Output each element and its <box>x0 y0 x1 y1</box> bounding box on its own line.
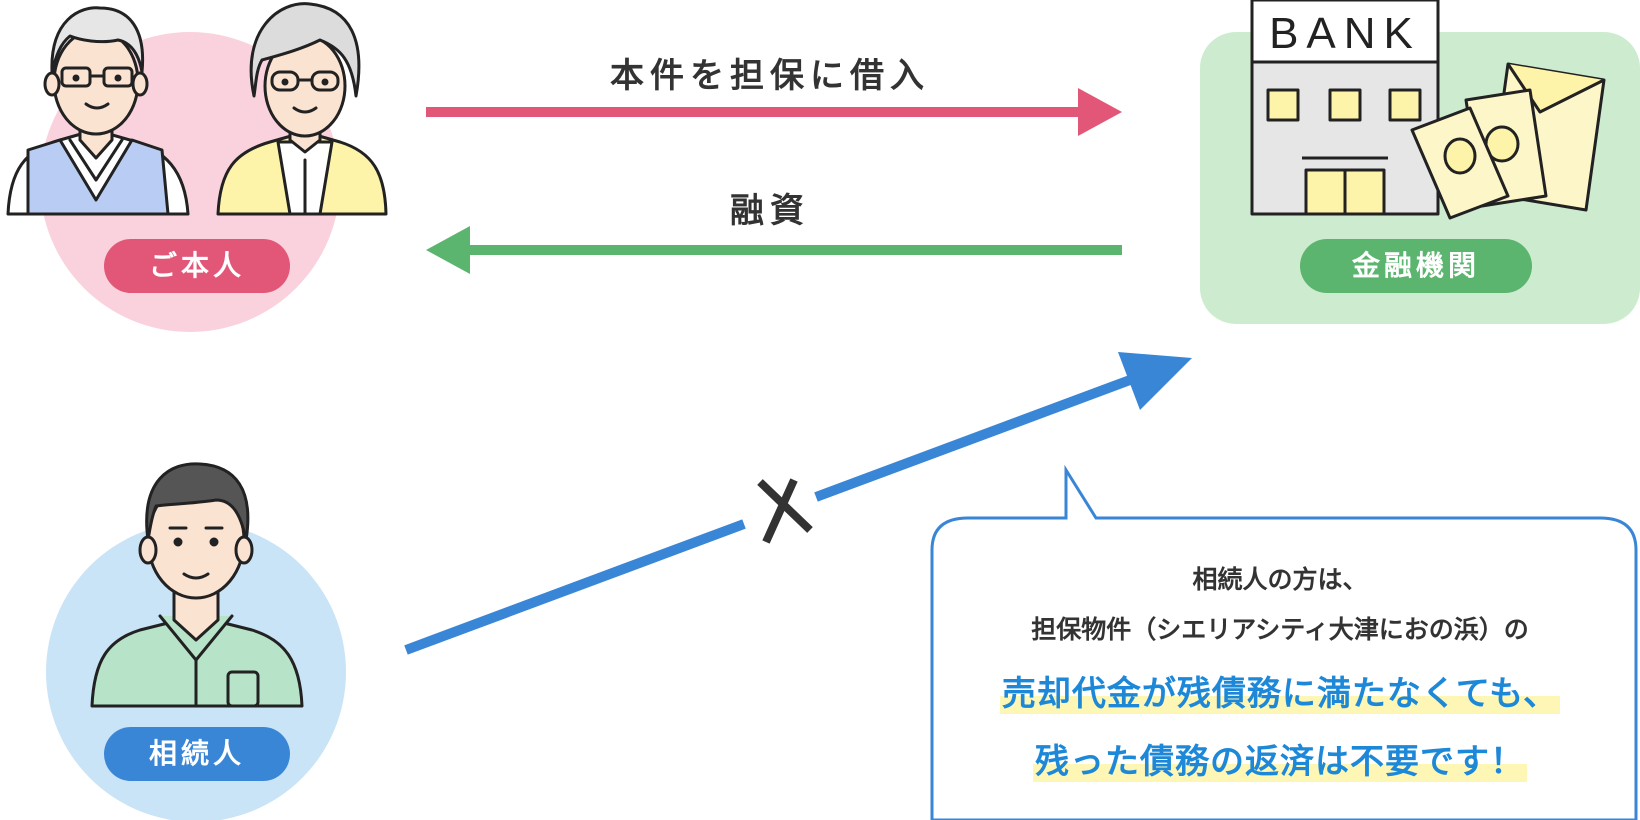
borrow-label: 本件を担保に借入 <box>610 56 930 96</box>
envelope-icon <box>1410 62 1606 220</box>
principal-badge: ご本人 <box>104 239 290 293</box>
bubble-highlight-2-text: 残った債務の返済は不要です！ <box>1033 742 1527 782</box>
bubble-line-2: 担保物件（シエリアシティ大津におの浜）の <box>1031 615 1529 644</box>
cross-mark-icon <box>757 478 813 544</box>
bank-badge: 金融機関 <box>1300 239 1532 293</box>
elderly-man-icon <box>6 6 190 216</box>
bubble-highlight-1: 売却代金が残債務に満たなくても、 <box>930 666 1630 715</box>
loan-arrow-head <box>426 226 470 274</box>
heir-arrow-head <box>1118 352 1192 410</box>
heir-arrow-line-1 <box>404 519 746 655</box>
bank-sign: BANK <box>1269 9 1421 58</box>
heir-arrow-line-2 <box>814 375 1132 502</box>
loan-label: 融資 <box>730 191 810 231</box>
borrow-arrow-head <box>1078 88 1122 136</box>
speech-bubble <box>930 464 1638 820</box>
bubble-line-1: 相続人の方は、 <box>1192 565 1368 594</box>
elderly-woman-icon <box>216 2 388 216</box>
bubble-highlight-1-text: 売却代金が残債務に満たなくても、 <box>999 674 1561 714</box>
heir-badge: 相続人 <box>104 727 290 781</box>
bank-building-icon <box>1250 0 1440 216</box>
middle-aged-man-icon <box>90 462 304 708</box>
bubble-highlight-2: 残った債務の返済は不要です！ <box>930 734 1630 783</box>
